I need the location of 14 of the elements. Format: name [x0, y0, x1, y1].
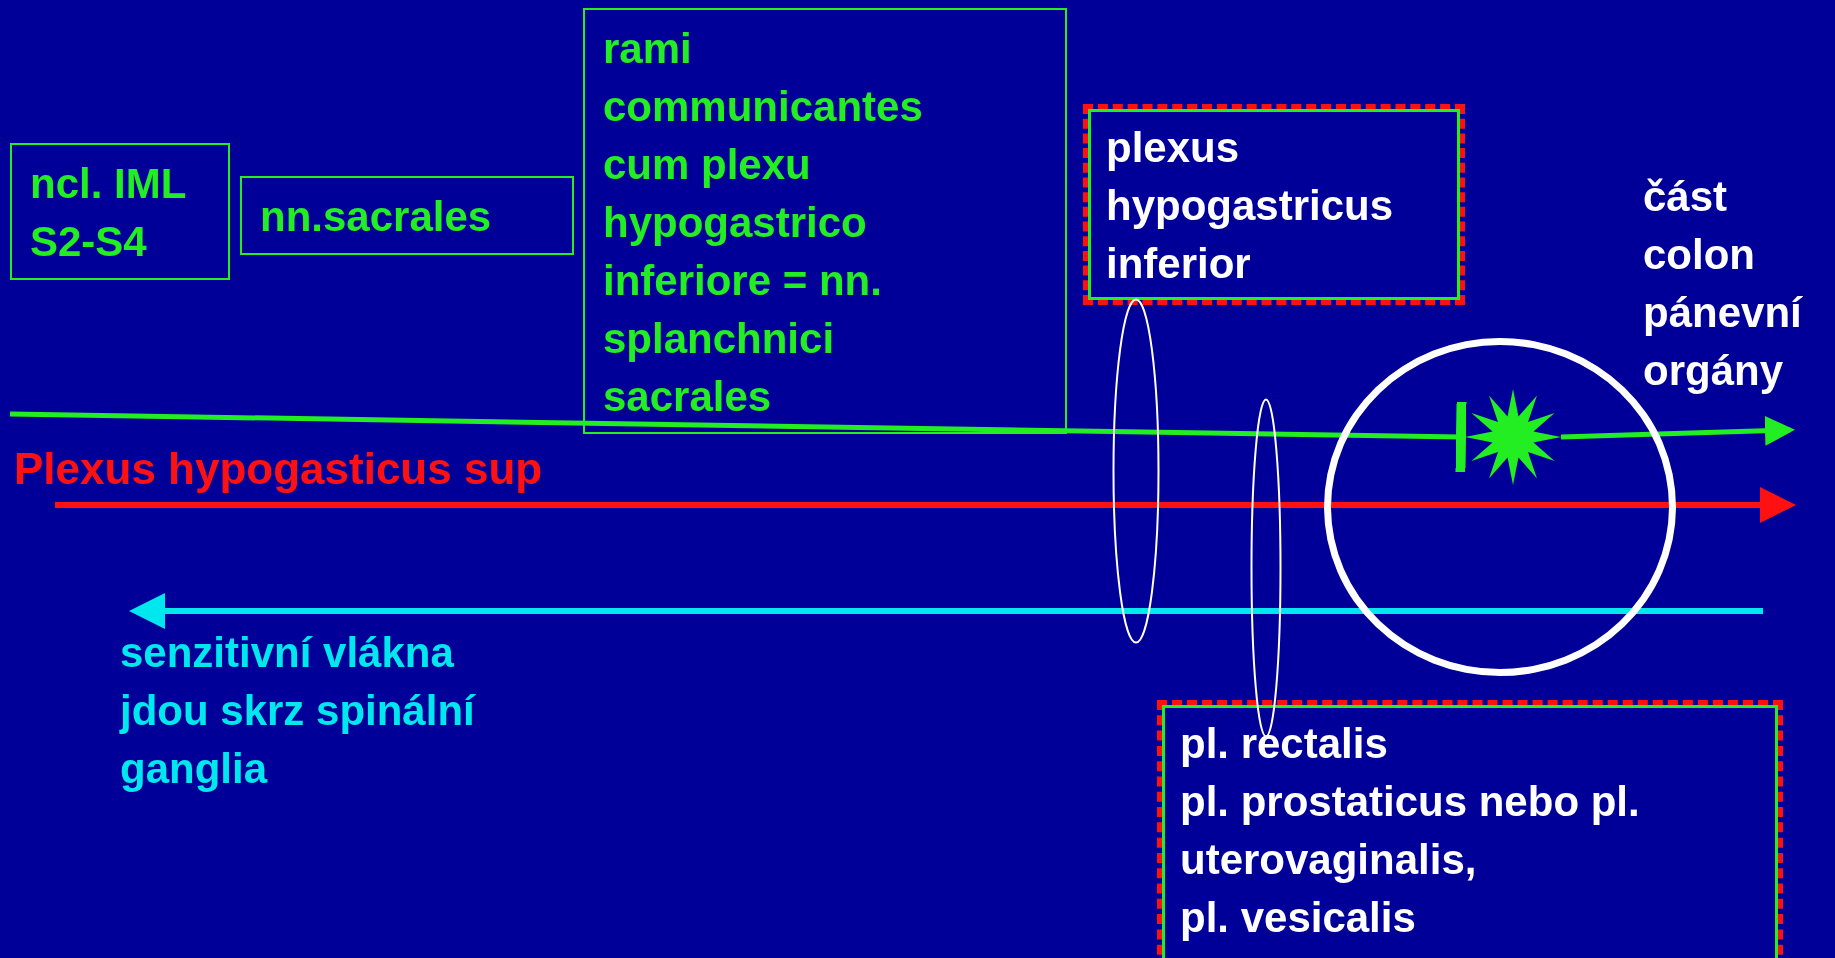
nerve-fiber-line [1560, 415, 1795, 446]
rami-box: rami communicantes cum plexu hypogastrico inferiore = nn. splanchnici sacrales [583, 8, 1067, 434]
nerve-box: nn.sacrales [240, 176, 574, 255]
ganglion-star-icon [1465, 389, 1561, 485]
plexus-list-box [1157, 700, 1783, 958]
plexus-box: plexus hypogastricus inferior [1083, 104, 1465, 305]
fiber-label: senzitivní vlákna jdou skrz spinální ganglia [120, 628, 477, 794]
plexus-name: pl. rectalis [1180, 719, 1389, 769]
nerve-fiber-line [9, 401, 1467, 473]
nucleus-box: ncl. IML S2-S4 [10, 143, 230, 280]
organ-label: část colon pánevní orgány [1643, 172, 1804, 396]
fiber-label: Plexus hypogasticus sup [14, 443, 544, 495]
plexus-name: pl. vesicalis [1180, 893, 1417, 943]
plexus-ellipse [1112, 298, 1160, 644]
